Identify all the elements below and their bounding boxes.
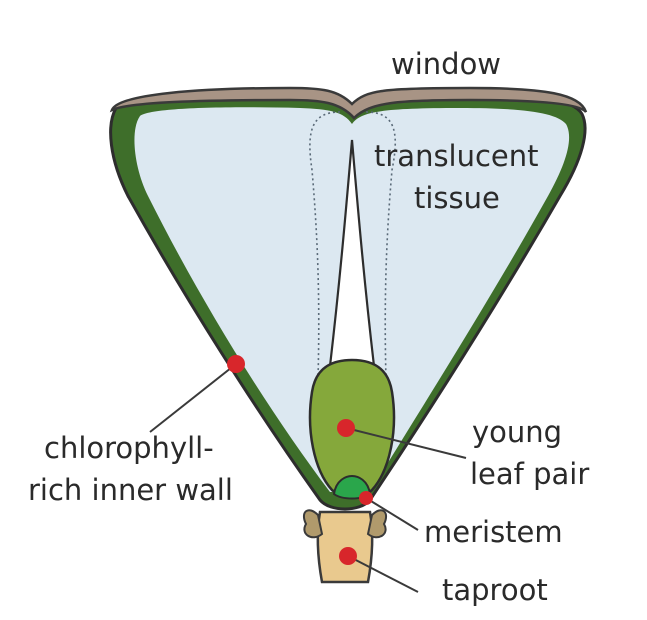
marker-dot-meristem <box>359 491 373 505</box>
label-translucent-tissue-line1: translucent <box>374 139 539 173</box>
leader-line-young-leaf <box>345 427 467 459</box>
marker-dot-chlorophyll <box>227 355 245 373</box>
label-young-line1: young <box>472 415 562 449</box>
label-chlorophyll-line2: rich inner wall <box>28 473 233 507</box>
taproot-shape <box>316 510 374 584</box>
marker-dot-taproot <box>339 547 357 565</box>
label-window: window <box>391 47 501 81</box>
label-chlorophyll-line1: chlorophyll- <box>44 431 214 465</box>
root-base-scales <box>302 509 388 539</box>
label-taproot: taproot <box>442 573 548 607</box>
leader-line-taproot <box>347 555 419 593</box>
label-meristem: meristem <box>424 515 563 549</box>
marker-dot-young-leaf <box>337 419 355 437</box>
label-translucent-tissue-line2: tissue <box>414 181 500 215</box>
leader-line-meristem <box>365 497 419 531</box>
tissue-dotted-boundary <box>365 111 397 381</box>
meristem-shape <box>332 474 372 500</box>
tissue-dotted-boundary <box>309 111 341 381</box>
window-cap <box>109 86 588 120</box>
label-young-line2: leaf pair <box>470 457 589 491</box>
leader-line-chlorophyll <box>149 363 237 433</box>
